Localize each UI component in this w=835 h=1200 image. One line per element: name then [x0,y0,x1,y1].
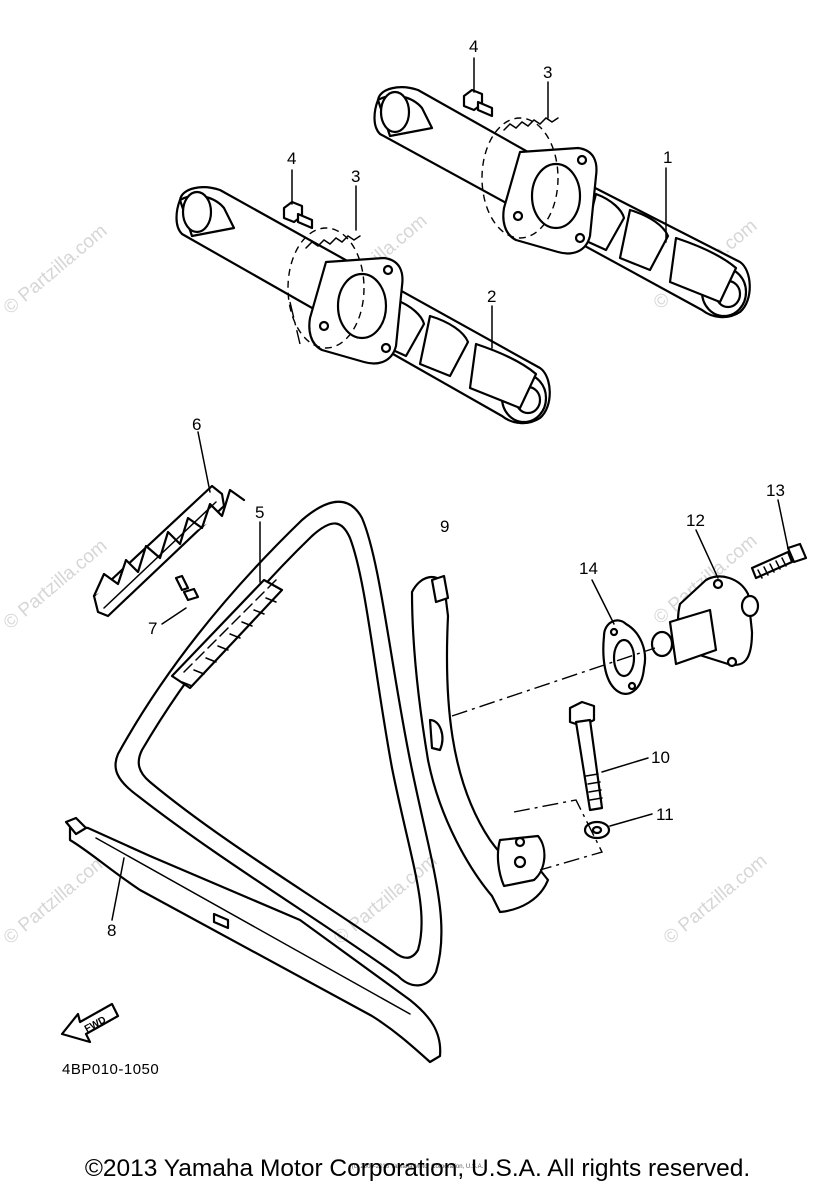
callout-9: 9 [440,517,449,536]
watermark-6: © Partzilla.com [0,850,111,948]
callout-3a: 3 [543,63,552,82]
callout-12: 12 [686,511,705,530]
callout-1: 1 [663,148,672,167]
chain-guide-9[interactable] [410,574,550,914]
callout-6: 6 [192,415,201,434]
guide-bolt-10[interactable] [568,700,604,812]
watermark-1: © Partzilla.com [0,220,111,318]
diagram-code: 4BP010-1050 [62,1061,160,1078]
callout-3b: 3 [351,167,360,186]
callout-10: 10 [651,748,670,767]
chain-guide-6[interactable] [92,484,246,618]
callout-5: 5 [255,503,264,522]
callout-7: 7 [148,619,157,638]
chain-tensioner-12[interactable] [650,575,760,668]
callout-4b: 4 [287,149,296,168]
leader-lines [111,57,789,921]
watermark-4: © Partzilla.com [0,535,111,633]
alignment-line-tensioner [451,647,656,717]
copyright-small: (c) 2005-2016 Yamaha Motor Corporation, … [351,1164,484,1170]
callout-14: 14 [579,559,598,578]
callout-2: 2 [487,287,496,306]
copyright: ©2013 Yamaha Motor Corporation, U.S.A. A… [84,1155,751,1182]
callout-13: 13 [766,481,785,500]
watermark-8: © Partzilla.com [660,850,772,948]
alignment-line-sprocket [289,301,301,345]
callout-11: 11 [656,805,674,824]
sprocket-bolt-a[interactable] [462,88,494,118]
guide-bolt-7[interactable] [174,574,200,602]
tensioner-bolt-13[interactable] [750,542,808,580]
callout-4a: 4 [469,37,478,56]
watermark-7: © Partzilla.com [330,850,442,948]
camshaft-1[interactable] [373,86,751,319]
alignment-line-bolt [513,799,604,871]
callouts: 1 2 3 3 4 4 5 6 7 8 9 10 11 12 13 14 [107,37,785,940]
chain-guide-8[interactable] [64,816,442,1064]
washer-11[interactable] [583,820,611,840]
camshaft-2[interactable] [175,186,551,425]
gasket-14[interactable] [602,619,647,695]
fwd-arrow-icon: FWD [60,1002,120,1044]
sprocket-bolt-b[interactable] [282,200,314,230]
callout-8: 8 [107,921,116,940]
cam-chain-5[interactable] [114,500,443,987]
